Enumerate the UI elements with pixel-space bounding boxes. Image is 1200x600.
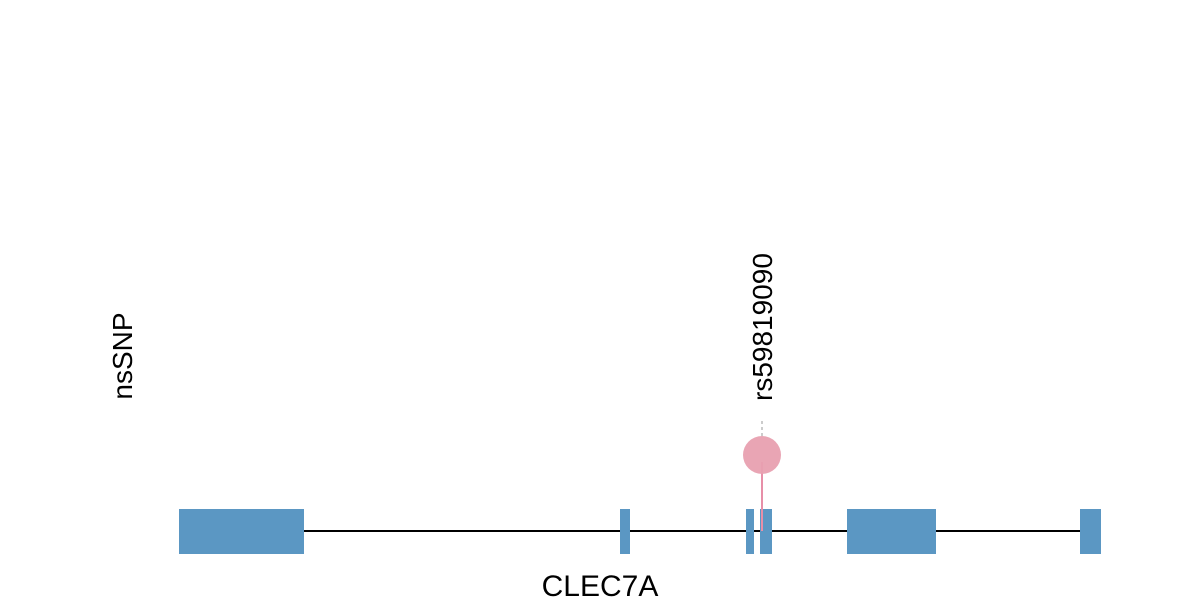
snp-label: rs59819090 [747,253,778,401]
exon-3 [746,509,754,554]
exon-5 [847,509,936,554]
exon-2 [620,509,630,554]
snp-marker[interactable] [743,436,781,474]
track-label: nsSNP [107,312,138,399]
gene-label: CLEC7A [542,570,659,600]
exon-1 [179,509,304,554]
exon-6 [1080,509,1101,554]
